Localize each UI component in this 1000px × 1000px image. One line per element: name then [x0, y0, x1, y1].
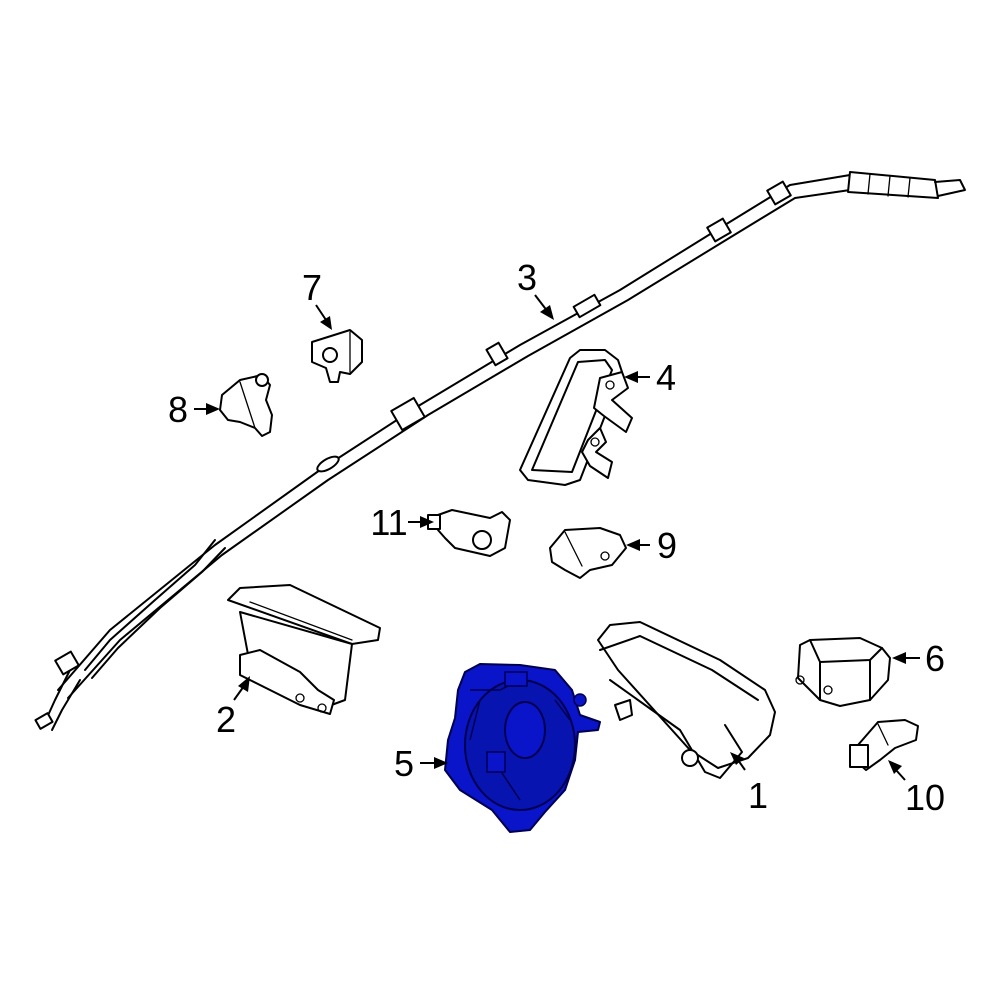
part-9-bracket[interactable]	[549, 527, 627, 579]
callout-label: 2	[216, 699, 236, 740]
callout-8: 8	[168, 389, 220, 430]
callout-2: 2	[216, 676, 250, 740]
callout-6: 6	[892, 638, 945, 679]
part-1-driver-airbag[interactable]	[597, 621, 776, 779]
callout-1: 1	[730, 752, 768, 816]
part-5-clockspring[interactable]	[444, 663, 601, 833]
callout-11: 11	[370, 502, 434, 543]
callout-10: 10	[888, 760, 945, 818]
part-2-passenger-airbag[interactable]	[227, 584, 381, 715]
part-8-sensor[interactable]	[219, 373, 273, 437]
part-11-sensor[interactable]	[427, 509, 511, 557]
callout-3: 3	[517, 257, 554, 320]
callout-9: 9	[626, 525, 677, 566]
callout-label: 5	[394, 743, 414, 784]
callout-5: 5	[394, 743, 448, 784]
callout-7: 7	[302, 267, 332, 330]
callout-label: 7	[302, 267, 322, 308]
callout-label: 6	[925, 638, 945, 679]
part-10-sensor[interactable]	[849, 719, 919, 771]
callout-label: 1	[748, 775, 768, 816]
part-4-knee-airbag[interactable]	[519, 349, 633, 486]
callout-label: 10	[905, 777, 945, 818]
callout-label: 9	[657, 525, 677, 566]
callout-label: 8	[168, 389, 188, 430]
callout-label: 11	[370, 502, 407, 543]
callout-label: 4	[656, 357, 676, 398]
part-7-sensor[interactable]	[311, 329, 363, 383]
callout-label: 3	[517, 257, 537, 298]
callout-4: 4	[624, 357, 676, 398]
part-3-curtain-airbag[interactable]	[34, 171, 966, 731]
part-6-module[interactable]	[795, 637, 891, 707]
